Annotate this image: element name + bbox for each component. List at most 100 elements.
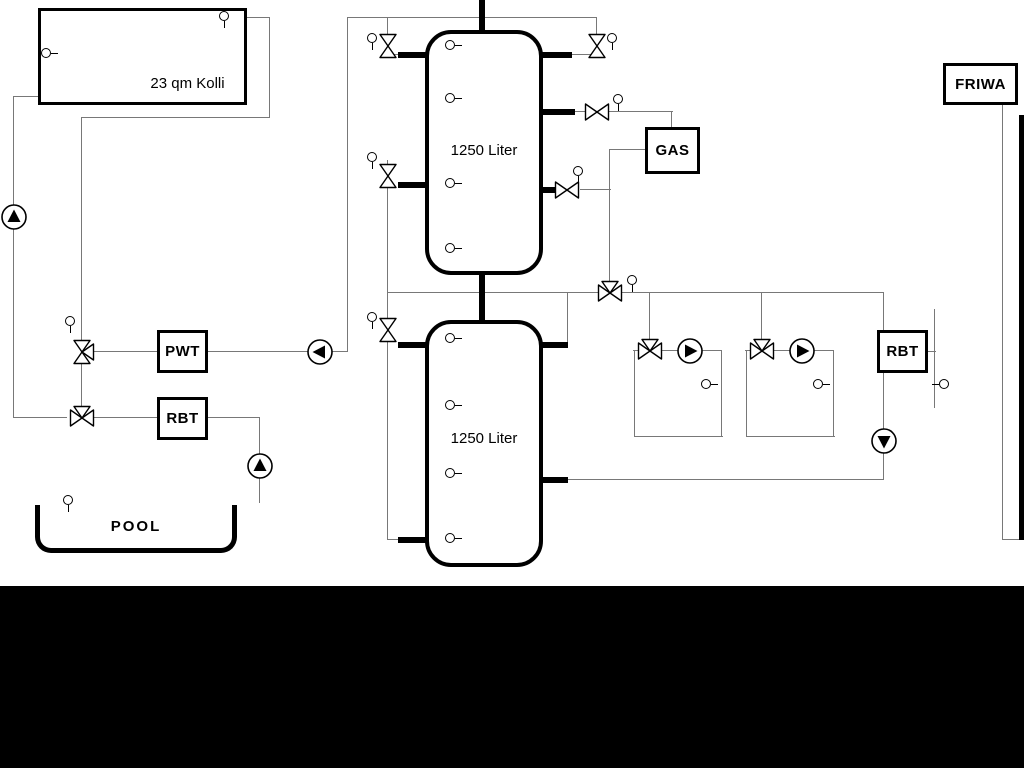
valve-icon (749, 338, 775, 360)
pipe (883, 373, 884, 480)
pipe (610, 149, 646, 150)
pump-icon (1, 204, 27, 230)
pipe (671, 111, 672, 128)
pipe-thick (398, 537, 427, 543)
pipe (247, 17, 270, 18)
pipe (814, 350, 834, 351)
pipe (1002, 105, 1003, 540)
sensor-stem (70, 326, 71, 333)
pump-icon (789, 338, 815, 364)
temperature-sensor-icon (63, 495, 73, 505)
pipe (649, 292, 650, 340)
pipe (928, 351, 936, 352)
buffer-tank-1: 1250 Liter (425, 30, 543, 275)
pipe-thick (541, 342, 568, 348)
pipe (14, 417, 67, 418)
sensor-stem (372, 322, 373, 329)
rbt-left-box: RBT (157, 397, 208, 440)
temperature-sensor-icon (445, 533, 455, 543)
pipe-thick (398, 52, 427, 58)
pipe (1003, 539, 1020, 540)
valve-icon (597, 280, 623, 302)
buffer-tank-2: 1250 Liter (425, 320, 543, 567)
tank2-label: 1250 Liter (450, 430, 518, 447)
pipe-thick (479, 0, 485, 32)
pipe (721, 350, 722, 437)
sensor-stem (823, 384, 830, 385)
pwt-label: PWT (165, 343, 200, 360)
pump-icon (307, 339, 333, 365)
temperature-sensor-icon (445, 400, 455, 410)
pipe (13, 96, 14, 418)
pipe-thick (479, 272, 485, 322)
pool-basin: POOL (35, 505, 237, 553)
sensor-stem (932, 384, 939, 385)
pipe-thick (398, 182, 427, 188)
pipe (575, 111, 673, 112)
temperature-sensor-icon (445, 333, 455, 343)
sensor-stem (372, 162, 373, 169)
temperature-sensor-icon (613, 94, 623, 104)
sensor-stem (618, 104, 619, 111)
pipe (572, 54, 598, 55)
temperature-sensor-icon (627, 275, 637, 285)
pipe (14, 96, 39, 97)
temperature-sensor-icon (41, 48, 51, 58)
pipe-thick (541, 109, 575, 115)
collector-label: 23 qm Kolli (150, 75, 225, 92)
pipe (609, 149, 610, 293)
sensor-stem (224, 21, 225, 28)
pipe-thick (1019, 115, 1024, 540)
pump-icon (677, 338, 703, 364)
sensor-stem (455, 405, 462, 406)
pipe (634, 350, 635, 437)
sensor-stem (455, 538, 462, 539)
rbt-left-label: RBT (166, 410, 199, 427)
sensor-stem (578, 176, 579, 183)
sensor-stem (455, 183, 462, 184)
pipe (633, 350, 639, 351)
pipe (580, 189, 611, 190)
temperature-sensor-icon (445, 93, 455, 103)
friwa-label: FRIWA (955, 75, 1006, 93)
rbt-right-label: RBT (886, 343, 919, 360)
temperature-sensor-icon (219, 11, 229, 21)
pipe (747, 436, 835, 437)
temperature-sensor-icon (445, 178, 455, 188)
sensor-stem (51, 53, 58, 54)
pipe (348, 17, 597, 18)
sensor-stem (455, 473, 462, 474)
valve-icon (637, 338, 663, 360)
temperature-sensor-icon (701, 379, 711, 389)
pipe (388, 292, 610, 293)
pipe (94, 351, 158, 352)
valve-icon (379, 33, 397, 59)
pump-icon (871, 428, 897, 454)
pipe (94, 417, 158, 418)
pipe (746, 350, 747, 437)
pipe (347, 17, 348, 352)
pipe (833, 350, 834, 437)
pump-icon (247, 453, 273, 479)
valve-icon (69, 405, 95, 427)
sensor-stem (455, 248, 462, 249)
pipe (208, 417, 260, 418)
pipe (82, 117, 270, 118)
valve-icon (379, 317, 397, 343)
sensor-stem (455, 45, 462, 46)
sensor-stem (632, 285, 633, 292)
temperature-sensor-icon (939, 379, 949, 389)
pipe (568, 479, 884, 480)
pipe (883, 292, 884, 331)
pipe (635, 436, 723, 437)
valve-icon (73, 339, 95, 365)
pipe (81, 117, 82, 342)
gas-boiler-box: GAS (645, 127, 700, 174)
pipe (387, 160, 388, 540)
temperature-sensor-icon (367, 152, 377, 162)
rbt-right-box: RBT (877, 330, 928, 373)
pipe (702, 350, 722, 351)
pipe (208, 351, 348, 352)
